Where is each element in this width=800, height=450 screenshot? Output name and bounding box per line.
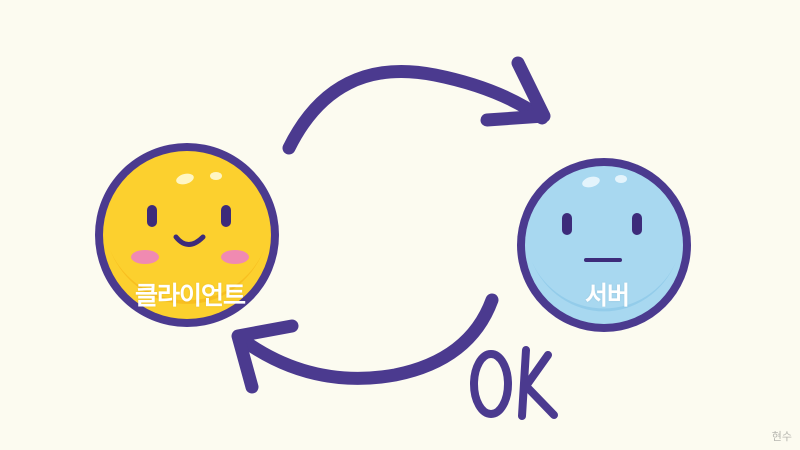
client-smile bbox=[173, 234, 206, 247]
client-label: 클라이언트 bbox=[134, 281, 246, 310]
response-arrow bbox=[231, 293, 499, 394]
watermark: 현수 bbox=[771, 430, 792, 443]
ok-lettering bbox=[470, 346, 558, 420]
request-arrow bbox=[282, 56, 551, 155]
client-right-eye bbox=[221, 205, 231, 227]
client-left-cheek bbox=[131, 250, 159, 264]
server-face bbox=[517, 158, 691, 332]
server-label: 서버 bbox=[584, 281, 630, 310]
client-face bbox=[95, 143, 279, 327]
client-left-eye bbox=[147, 205, 157, 227]
server-left-eye bbox=[562, 213, 572, 235]
client-right-cheek bbox=[221, 250, 249, 264]
server-right-eye bbox=[632, 213, 642, 235]
